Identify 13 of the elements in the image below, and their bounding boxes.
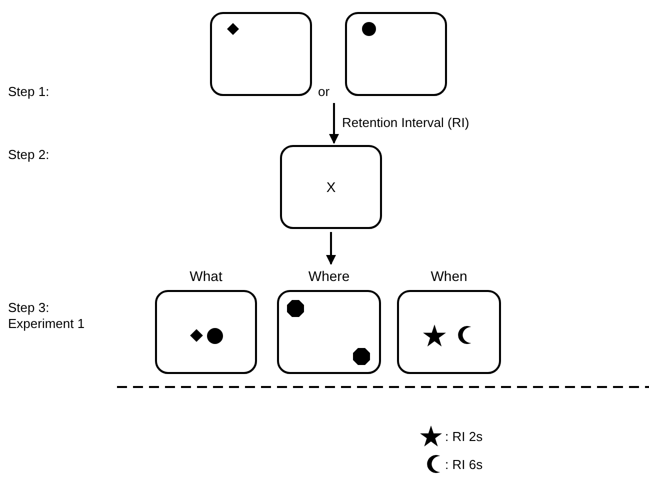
arrow xyxy=(329,103,339,144)
edge-label: Retention Interval (RI) xyxy=(342,115,470,131)
panel-heading: Where xyxy=(308,267,350,286)
legend-text: : RI 6s xyxy=(445,456,483,472)
step-label: Step 3: Experiment 1 xyxy=(8,300,86,332)
screen-text: X xyxy=(326,179,336,195)
step-label: Step 1: xyxy=(8,84,50,100)
legend-text: : RI 2s xyxy=(445,428,483,444)
panel-heading: When xyxy=(430,267,468,286)
arrow xyxy=(326,232,336,265)
step-label: Step 2: xyxy=(8,147,50,163)
connector-word: or xyxy=(318,84,330,100)
panel-heading: What xyxy=(190,267,222,286)
